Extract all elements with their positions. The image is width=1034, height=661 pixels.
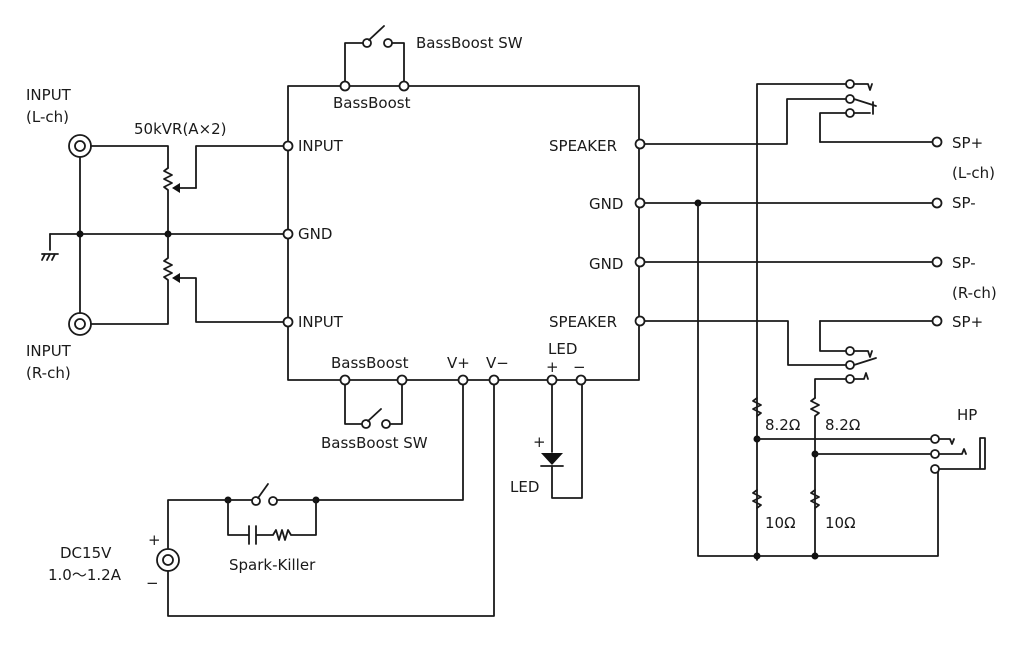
volume-label: 50kVR(A×2)	[134, 120, 227, 138]
bassboost-switch-top	[344, 25, 405, 87]
vplus-label: V+	[447, 354, 470, 372]
sp-minus-l-label: SP-	[952, 194, 976, 212]
spark-killer-rc	[227, 499, 317, 545]
power-current-label: 1.0～1.2A	[48, 566, 122, 584]
pin-gnd-out-2	[634, 256, 646, 268]
dc-jack-icon	[156, 548, 180, 572]
pin-bassboost-top-2	[398, 80, 410, 92]
pin-led-minus	[575, 374, 587, 386]
resistor-10-r	[810, 489, 820, 509]
input-r-ch-label: (R-ch)	[26, 364, 71, 382]
power-label: DC15V	[60, 544, 112, 562]
led-plus-label: +	[546, 358, 559, 376]
r2-label: 8.2Ω	[825, 416, 860, 434]
input-l-label: INPUT	[26, 86, 72, 104]
amplifier-board	[287, 85, 640, 381]
sp-r-ch-label: (R-ch)	[952, 284, 997, 302]
led-minus-label: −	[573, 358, 586, 376]
pin-input-2-label: INPUT	[298, 313, 344, 331]
pin-bassboost-bottom-2	[396, 374, 408, 386]
led-anode-plus-label: +	[533, 433, 546, 451]
sp-l-ch-label: (L-ch)	[952, 164, 995, 182]
power-switch	[257, 483, 269, 499]
pin-gnd-in	[282, 228, 294, 240]
pin-input-r	[282, 316, 294, 328]
led-icon	[540, 384, 583, 499]
bassboost-bottom-label: BassBoost	[331, 354, 409, 372]
bassboost-switch-bottom	[344, 379, 403, 429]
pin-gnd-label: GND	[298, 225, 332, 243]
input-r-label: INPUT	[26, 342, 72, 360]
wiper-arrow-r	[172, 273, 180, 283]
sp-plus-r-label: SP+	[952, 313, 983, 331]
ground-icon	[41, 253, 59, 261]
terminal-sp-minus-r	[931, 256, 943, 268]
terminal-sp-plus-r	[931, 315, 943, 327]
power-wiring	[156, 384, 495, 617]
headphone-jack-icon	[938, 437, 986, 470]
input-jack-l	[68, 134, 92, 158]
wiper-arrow-l	[172, 183, 180, 193]
pin-speaker-2-label: SPEAKER	[549, 313, 617, 331]
pin-gnd-out-1	[634, 197, 646, 209]
sp-minus-r-label: SP-	[952, 254, 976, 272]
bassboost-sw-bottom-label: BassBoost SW	[321, 434, 428, 452]
bassboost-top-label: BassBoost	[333, 94, 411, 112]
resistor-8-2-l	[752, 397, 762, 417]
input-l-ch-label: (L-ch)	[26, 108, 69, 126]
pin-vplus	[457, 374, 469, 386]
terminal-sp-plus-l	[931, 136, 943, 148]
resistor-10-l	[752, 489, 762, 509]
r3-label: 10Ω	[765, 514, 796, 532]
pin-speaker-r	[634, 315, 646, 327]
pin-vminus	[488, 374, 500, 386]
input-jack-r	[68, 312, 92, 336]
resistor-8-2-r	[810, 397, 820, 557]
led-header-label: LED	[548, 340, 577, 358]
power-plus-label: +	[148, 531, 161, 549]
spark-killer-label: Spark-Killer	[229, 556, 316, 574]
volume-pot-r	[90, 233, 173, 325]
hp-label: HP	[957, 406, 977, 424]
pin-gnd-2-label: GND	[589, 255, 623, 273]
led-label: LED	[510, 478, 539, 496]
bassboost-sw-top-label: BassBoost SW	[416, 34, 523, 52]
terminal-sp-minus-l	[931, 197, 943, 209]
volume-pot-l	[163, 167, 173, 235]
sp-plus-l-label: SP+	[952, 134, 983, 152]
pin-bassboost-bottom-1	[339, 374, 351, 386]
pin-speaker-l	[634, 138, 646, 150]
power-minus-label: −	[146, 574, 159, 592]
pin-gnd-1-label: GND	[589, 195, 623, 213]
vminus-label: V−	[486, 354, 509, 372]
pin-input-l	[282, 140, 294, 152]
r4-label: 10Ω	[825, 514, 856, 532]
pin-speaker-1-label: SPEAKER	[549, 137, 617, 155]
output-wiring	[643, 79, 986, 561]
pin-led-plus	[546, 374, 558, 386]
pin-bassboost-top-1	[339, 80, 351, 92]
r1-label: 8.2Ω	[765, 416, 800, 434]
input-wiring	[41, 145, 289, 325]
pin-input-1-label: INPUT	[298, 137, 344, 155]
